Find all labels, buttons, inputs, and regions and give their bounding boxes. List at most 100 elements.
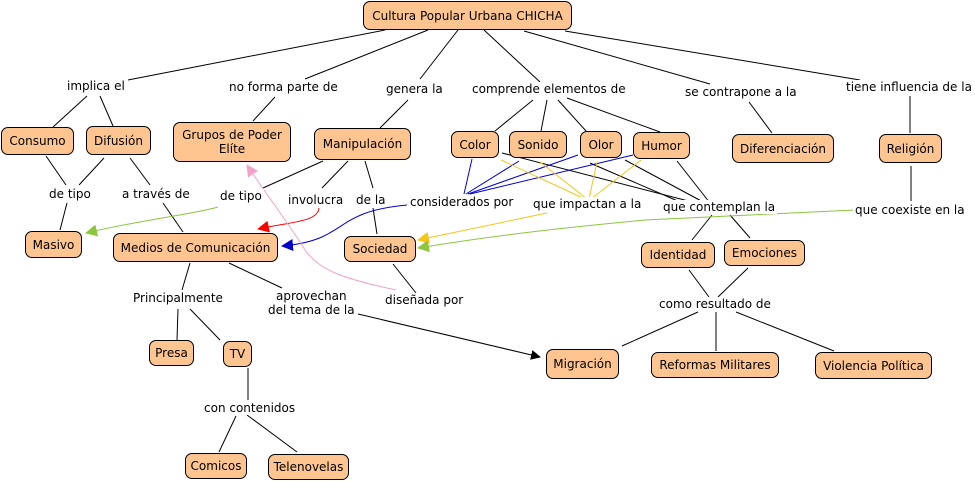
blue-link — [463, 158, 473, 195]
link-line — [129, 157, 151, 186]
arrow-to-migracion — [357, 313, 541, 360]
pink-arrow-to-grupos — [246, 164, 397, 291]
phrase-comprende: comprende elementos de — [470, 82, 628, 96]
phrase-considerados: considerados por — [408, 195, 516, 209]
link-line — [419, 29, 459, 80]
concept-diferenciacion[interactable]: Diferenciación — [732, 134, 834, 163]
phrase-impactan: que impactan a la — [531, 197, 644, 211]
concept-color[interactable]: Color — [451, 131, 499, 158]
phrase-de-la: de la — [354, 193, 388, 207]
concept-sociedad[interactable]: Sociedad — [344, 236, 416, 262]
blue-link — [469, 154, 634, 195]
concept-manipulacion[interactable]: Manipulación — [314, 128, 411, 160]
link-line — [99, 95, 114, 127]
phrase-principalmente: Principalmente — [131, 291, 225, 305]
concept-religion[interactable]: Religión — [879, 134, 942, 163]
phrase-a-traves: a través de — [120, 187, 192, 201]
phrase-de-tipo-1: de tipo — [47, 187, 93, 201]
link-line — [162, 202, 184, 233]
link-line — [127, 29, 386, 81]
concept-consumo[interactable]: Consumo — [1, 127, 74, 155]
link-line — [189, 308, 221, 341]
phrase-de-tipo-2: de tipo — [218, 189, 264, 203]
link-line — [624, 159, 706, 204]
concept-identidad[interactable]: Identidad — [641, 242, 715, 268]
link-line — [364, 160, 374, 189]
phrase-no-forma-parte: no forma parte de — [227, 80, 340, 94]
link-line — [252, 96, 276, 122]
link-line — [181, 262, 191, 291]
link-line — [59, 202, 68, 231]
concept-difusion[interactable]: Difusión — [86, 126, 151, 155]
concept-migracion[interactable]: Migración — [546, 349, 619, 379]
link-line — [52, 95, 88, 128]
concept-sonido[interactable]: Sonido — [509, 131, 567, 158]
link-line — [304, 29, 429, 80]
link-line — [748, 101, 773, 134]
link-line — [501, 152, 701, 205]
yellow-link — [539, 161, 588, 200]
phrase-involucra: involucra — [286, 193, 346, 207]
concept-grupos-de-poder[interactable]: Grupos de Poder Elíte — [173, 122, 291, 162]
link-line — [691, 214, 713, 241]
link-line — [676, 160, 711, 204]
link-line — [78, 157, 105, 186]
green-arrow-to-sociedad — [417, 209, 856, 253]
concept-emociones[interactable]: Emociones — [724, 240, 805, 266]
blue-arrow-to-medios — [281, 204, 408, 252]
concept-tv[interactable]: TV — [223, 341, 252, 367]
link-line — [379, 99, 409, 129]
phrase-influencia: tiene influencia de la — [844, 80, 974, 94]
phrase-resultado: como resultado de — [657, 297, 773, 311]
phrase-contrapone: se contrapone a la — [683, 85, 799, 99]
concept-reformas-militares[interactable]: Reformas Militares — [651, 352, 779, 378]
link-line — [540, 99, 548, 132]
concept-medios[interactable]: Medios de Comunicación — [113, 233, 278, 262]
link-line — [589, 162, 681, 203]
link-line — [523, 30, 711, 85]
green-arrow-to-masivo — [85, 206, 219, 237]
link-line — [735, 311, 835, 352]
yellow-link — [590, 159, 642, 200]
phrase-coexiste: que coexiste en la — [853, 203, 967, 217]
concept-humor[interactable]: Humor — [633, 132, 690, 159]
concept-violencia-politica[interactable]: Violencia Política — [815, 352, 932, 379]
link-line — [218, 415, 237, 453]
link-line — [262, 160, 324, 189]
link-line — [564, 30, 861, 81]
link-line — [621, 311, 699, 347]
link-line — [494, 99, 534, 132]
yellow-link — [500, 159, 586, 200]
link-line — [717, 267, 749, 298]
yellow-arrow-to-sociedad — [417, 212, 548, 244]
concept-root[interactable]: Cultura Popular Urbana CHICHA — [363, 1, 572, 30]
link-line — [688, 269, 710, 298]
concept-telenovelas[interactable]: Telenovelas — [268, 454, 349, 480]
phrase-contenidos: con contenidos — [202, 401, 298, 415]
blue-link — [467, 154, 579, 195]
link-line — [392, 263, 417, 294]
link-line — [483, 29, 541, 83]
link-line — [228, 262, 283, 289]
link-line — [729, 214, 751, 239]
yellow-link — [588, 161, 598, 200]
link-line — [45, 155, 67, 186]
link-line — [566, 97, 661, 133]
link-line — [372, 207, 378, 235]
phrase-contemplan: que contemplan la — [661, 200, 778, 214]
red-arrow-to-medios — [257, 207, 320, 233]
concept-masivo[interactable]: Masivo — [25, 231, 82, 258]
link-line — [246, 414, 298, 453]
concept-comicos[interactable]: Comicos — [185, 453, 247, 479]
link-line — [321, 160, 349, 189]
blue-link — [465, 160, 520, 195]
phrase-implica: implica el — [65, 79, 127, 93]
concept-presa[interactable]: Presa — [149, 340, 194, 366]
phrase-aprovechan: aprovechan del tema de la — [266, 289, 357, 317]
link-line — [557, 99, 587, 132]
link-line — [176, 308, 179, 341]
concept-olor[interactable]: Olor — [580, 131, 622, 158]
phrase-disenada: diseñada por — [383, 293, 466, 307]
phrase-genera: genera la — [384, 82, 445, 96]
